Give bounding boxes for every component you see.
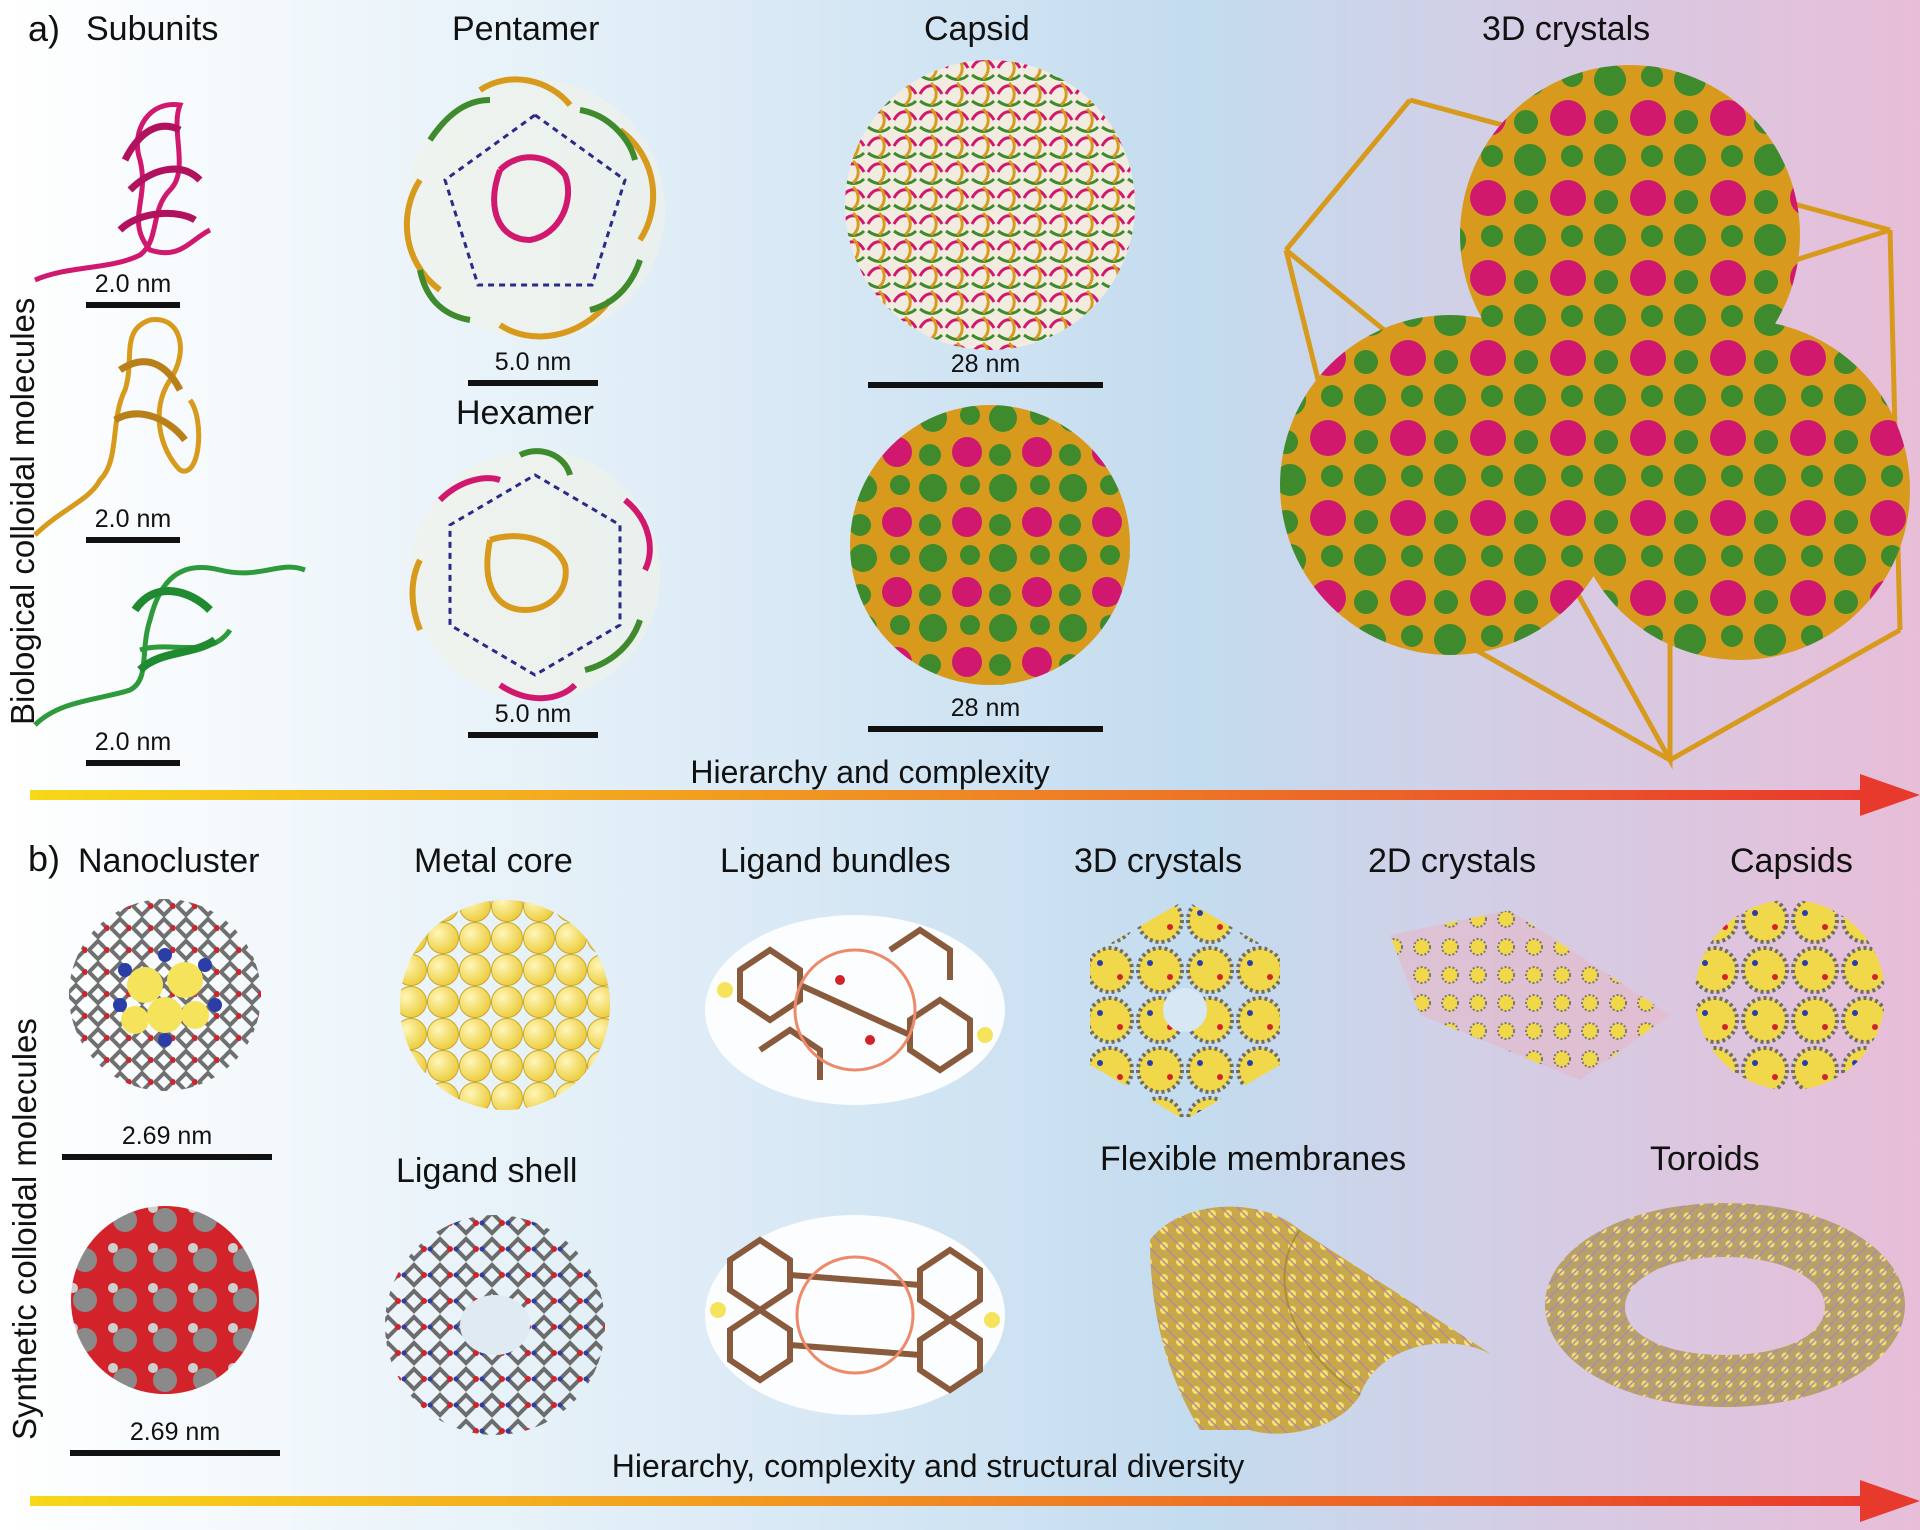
header-2d-crystals: 2D crystals [1368,842,1537,880]
scalebar-label: 2.0 nm [94,505,172,533]
scalebar-label: 28 nm [950,694,1021,722]
header-nanocluster: Nanocluster [78,842,260,880]
header-toroids: Toroids [1650,1140,1760,1178]
scalebar-label: 5.0 nm [494,700,572,728]
subunit-ribbon-magenta [34,102,212,283]
header-flexible-membranes: Flexible membranes [1100,1140,1407,1178]
scalebar-nanocluster-bottom: 2.69 nm [70,1418,280,1456]
side-label-synthetic: Synthetic colloidal molecules [6,1018,43,1440]
header-ligand-bundles: Ligand bundles [720,842,951,880]
header-3d-crystals-syn: 3D crystals [1074,842,1243,880]
hexamer-structure [409,448,660,702]
scalebar-label: 2.0 nm [94,270,172,298]
scalebar-capsid-surface: 28 nm [868,694,1103,732]
header-pentamer: Pentamer [452,10,600,48]
metal-core-structure [400,900,610,1110]
ligand-shell-structure [385,1215,605,1435]
header-hexamer: Hexamer [456,394,594,432]
capsid-surface-structure [850,405,1130,685]
header-metal-core: Metal core [414,842,573,880]
scalebar-hexamer: 5.0 nm [468,700,598,738]
header-subunits: Subunits [86,10,219,48]
flexible-membrane-structure [1150,1206,1500,1434]
header-ligand-shell: Ligand shell [396,1152,578,1190]
header-capsids: Capsids [1730,842,1853,880]
synthetic-2d-crystal [1390,910,1670,1080]
scalebar-capsid-ribbon: 28 nm [868,350,1103,388]
ligand-bundle-structure-1 [705,915,1005,1105]
capsid-ribbon-structure [845,60,1135,350]
arrow-label-b: Hierarchy, complexity and structural div… [611,1448,1245,1484]
scalebar-label: 28 nm [950,350,1021,378]
ligand-bundle-structure-2 [705,1215,1005,1415]
scalebar-subunit-2: 2.0 nm [86,505,180,543]
scalebar-subunit-1: 2.0 nm [86,270,180,308]
arrow-hierarchy-a [30,774,1920,816]
scalebar-label: 2.69 nm [121,1122,213,1150]
arrow-label-a: Hierarchy and complexity [690,754,1050,790]
header-capsid: Capsid [924,10,1030,48]
arrow-hierarchy-b [30,1480,1920,1522]
panel-a-letter: a) [28,8,61,49]
synthetic-capsid [1695,900,1885,1090]
nanocluster-surface [71,1206,259,1394]
subunit-ribbon-green [33,564,306,727]
toroid-structure [1545,1203,1905,1407]
capsid-3d-crystal [1280,65,1910,770]
panel-b-letter: b) [28,838,61,879]
scalebar-label: 2.0 nm [94,728,172,756]
nanocluster-structure [69,899,261,1091]
scalebar-pentamer: 5.0 nm [468,348,598,386]
header-3d-crystals-bio: 3D crystals [1482,10,1651,48]
synthetic-3d-crystal [1090,900,1280,1120]
scalebar-nanocluster-top: 2.69 nm [62,1122,272,1160]
scalebar-label: 2.69 nm [129,1418,221,1446]
scalebar-label: 5.0 nm [494,348,572,376]
subunit-ribbon-gold [33,317,202,537]
pentamer-structure [403,76,665,340]
scalebar-subunit-3: 2.0 nm [86,728,180,766]
